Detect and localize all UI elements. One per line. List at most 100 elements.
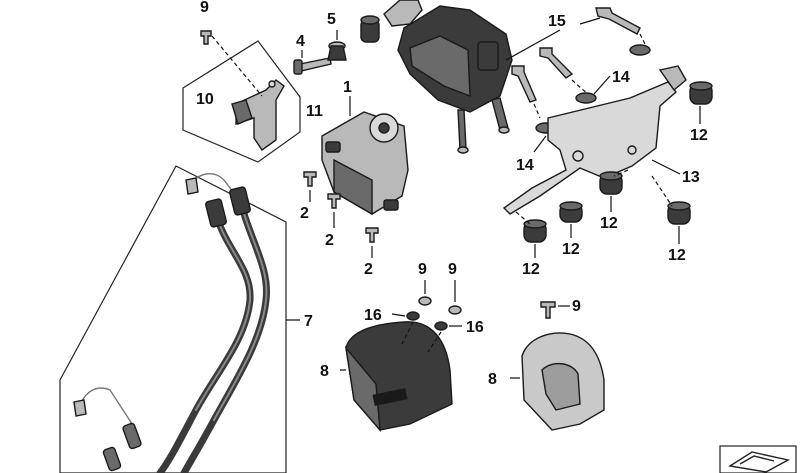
wire-lower (77, 387, 137, 431)
pump-pipe-1 (457, 109, 467, 151)
screw-2-a (303, 171, 317, 187)
callout-12-e: 12 (522, 261, 540, 278)
view-direction-icon (719, 445, 797, 473)
callout-9-mid-b: 9 (448, 261, 457, 278)
bolt-15-a (595, 7, 641, 35)
lower-fitting-b (102, 446, 122, 472)
bolt-15-b (539, 47, 574, 79)
actuator-tab-bottom (383, 199, 399, 211)
part-7-frame (59, 165, 287, 473)
screw-9-mid-a (418, 296, 432, 306)
callout-8-a: 8 (320, 363, 329, 380)
leader-15-left (505, 29, 561, 61)
callout-10: 10 (196, 91, 214, 108)
pump-pipe-2 (491, 97, 509, 131)
callout-9-mid-a: 9 (418, 261, 427, 278)
screw-2-c (365, 227, 379, 243)
buffer-12-e (523, 219, 547, 243)
washer-16-a (406, 311, 420, 321)
actuator-hub (378, 122, 390, 134)
pump-connector (477, 41, 499, 71)
callout-9-right: 9 (572, 298, 581, 315)
callout-1: 1 (343, 79, 352, 96)
callout-2-a: 2 (300, 205, 309, 222)
callout-11: 11 (306, 103, 323, 120)
callout-8-b: 8 (488, 371, 497, 388)
bracket-13-arm (658, 65, 687, 92)
part-4-bolt (299, 57, 332, 72)
dash-16-b (427, 331, 442, 353)
callout-16-a: 16 (364, 307, 382, 324)
washer-14-b (575, 92, 597, 104)
buffer-12-b (599, 171, 623, 195)
buffer-12-c (667, 201, 691, 225)
buffer-12-a (689, 81, 713, 105)
callout-14-b: 14 (516, 157, 534, 174)
dash-12-c (651, 175, 673, 207)
dash-12-e (515, 211, 531, 225)
callout-12-d: 12 (562, 241, 580, 258)
actuator-side (333, 158, 373, 216)
bracket-hole (268, 80, 276, 88)
pump-housing-face (409, 35, 471, 98)
screw-2-b (327, 193, 341, 209)
leader-15-right (579, 17, 601, 25)
buffer-12-d (559, 201, 583, 223)
part-4-bolt-head (293, 59, 303, 75)
dash-12-b (613, 169, 629, 177)
bracket-13-hole-2 (627, 145, 637, 155)
washer-14-a (629, 44, 651, 56)
callout-4: 4 (296, 33, 305, 50)
upper-pump-unit (383, 0, 513, 154)
screw-9-right (540, 301, 556, 319)
actuator-tab-left (325, 141, 341, 153)
callout-2-c: 2 (364, 261, 373, 278)
callout-2-b: 2 (325, 232, 334, 249)
part-10-clip (231, 99, 253, 125)
pipe-end-1 (457, 146, 469, 154)
hose-left-fitting (205, 198, 227, 228)
callout-5: 5 (327, 11, 336, 28)
part-9-screw-top (200, 30, 212, 45)
pump-top-bracket (383, 0, 423, 27)
cover-8-right-recess (541, 363, 581, 411)
screws-2 (303, 171, 379, 258)
callout-labels: 9 5 4 15 10 11 1 14 12 13 14 2 2 2 12 12… (196, 0, 708, 388)
callout-12-b: 12 (600, 215, 618, 232)
buffers-12 (515, 81, 713, 258)
cover-8-left-slot (372, 387, 408, 407)
callout-13: 13 (682, 169, 700, 186)
leader-14-b (533, 135, 547, 153)
leader-14-a (593, 75, 611, 95)
part-11-bracket-group (182, 30, 301, 163)
lower-fitting-a (122, 422, 142, 450)
fasteners-14-15 (505, 7, 651, 153)
fastener-group-4-5 (293, 15, 380, 75)
bracket-13-hole (572, 150, 584, 162)
part-7-hose-group (59, 165, 300, 473)
callout-15: 15 (548, 13, 566, 30)
callout-12-c: 12 (668, 247, 686, 264)
dash-15-c (533, 103, 541, 119)
part-11-frame (182, 40, 301, 163)
callout-14-a: 14 (612, 69, 630, 86)
cover-8-left-face (344, 345, 381, 433)
top-grommet-cap (360, 15, 380, 25)
dash-line-9-top (211, 35, 263, 97)
part-1-actuator (321, 96, 409, 216)
covers-8 (340, 280, 605, 433)
callout-16-b: 16 (466, 319, 484, 336)
wire-upper-clip (185, 177, 199, 195)
hose-right-fitting (229, 186, 251, 216)
part-13-bracket (502, 65, 687, 215)
callout-12-a: 12 (690, 127, 708, 144)
part-5-grommet (327, 45, 347, 61)
wire-lower-clip (73, 399, 87, 417)
callout-7: 7 (304, 313, 313, 330)
screw-9-mid-b (448, 305, 462, 315)
pipe-end-2 (498, 126, 510, 134)
leader-16-a (391, 313, 406, 317)
leader-13 (651, 159, 681, 175)
